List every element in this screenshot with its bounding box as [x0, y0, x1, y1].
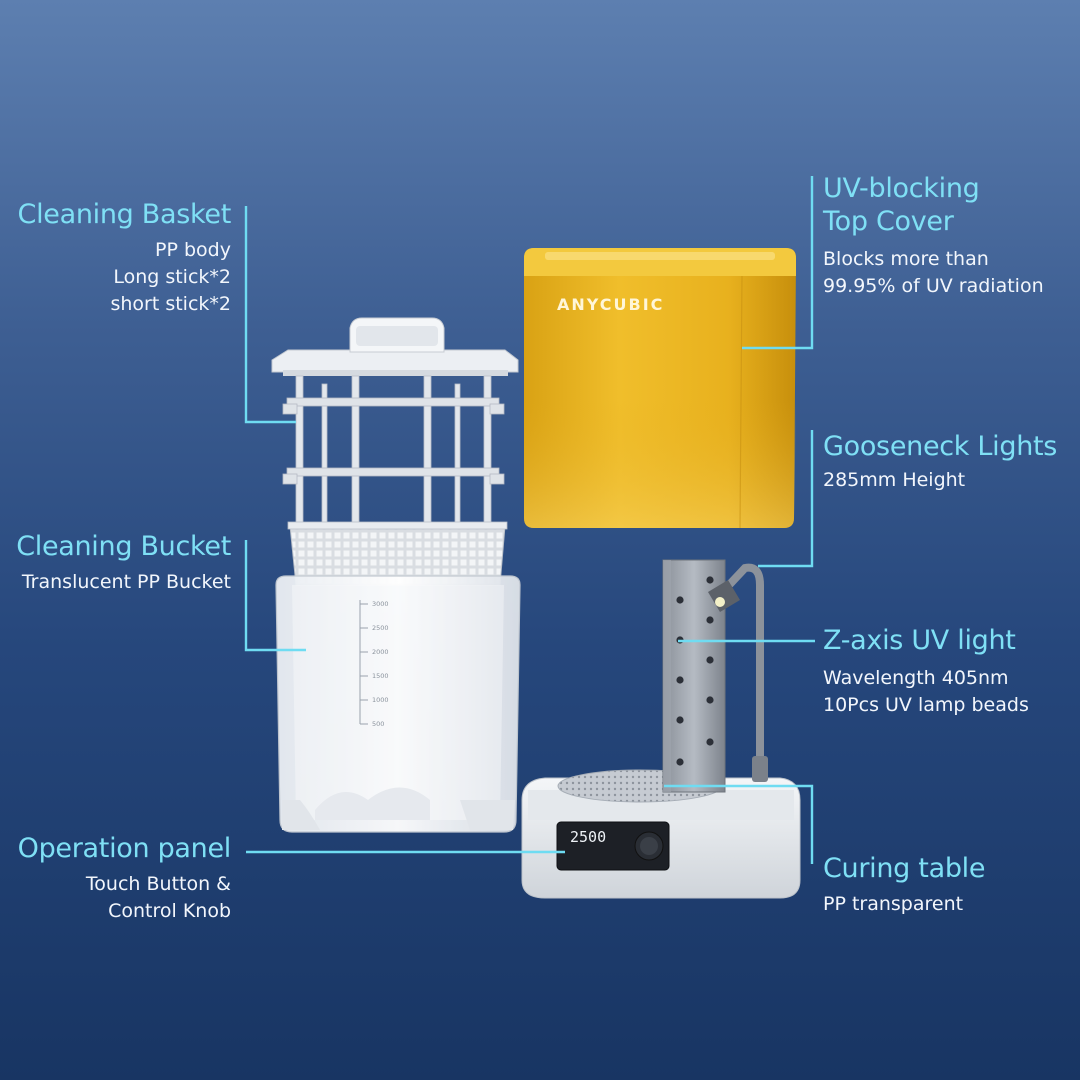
operation-panel-title: Operation panel — [17, 833, 232, 864]
scale-mark-2000: 2000 — [372, 648, 389, 656]
cleaning-basket-illustration — [271, 317, 519, 586]
z-axis-light-line-2: 10Pcs UV lamp beads — [823, 694, 1029, 716]
label-operation-panel: Operation panel Touch Button & Control K… — [0, 832, 232, 925]
z-axis-light-title: Z-axis UV light — [823, 625, 1016, 656]
top-cover-line-2: 99.95% of UV radiation — [823, 275, 1044, 297]
connector-curing-table — [664, 784, 814, 864]
connector-gooseneck — [758, 430, 814, 568]
top-cover-title-line-1: UV-blocking — [823, 173, 980, 204]
operation-panel-line-2: Control Knob — [108, 900, 231, 922]
label-top-cover: UV-blocking Top Cover Blocks more than 9… — [823, 172, 1073, 300]
label-gooseneck-lights: Gooseneck Lights 285mm Height — [823, 430, 1073, 494]
operation-panel-line-1: Touch Button & — [85, 873, 231, 895]
top-cover-line-1: Blocks more than — [823, 248, 989, 270]
gooseneck-lights-line-1: 285mm Height — [823, 469, 966, 491]
curing-table-line-1: PP transparent — [823, 893, 964, 915]
label-cleaning-basket: Cleaning Basket PP body Long stick*2 sho… — [0, 198, 232, 318]
cleaning-bucket-line-1: Translucent PP Bucket — [21, 571, 231, 593]
z-axis-light-line-1: Wavelength 405nm — [823, 667, 1009, 689]
scale-mark-1000: 1000 — [372, 696, 389, 704]
connector-cleaning-bucket — [244, 540, 306, 652]
scale-mark-3000: 3000 — [372, 600, 389, 608]
label-cleaning-bucket: Cleaning Bucket Translucent PP Bucket — [0, 530, 231, 596]
curing-table-title: Curing table — [823, 853, 986, 884]
connector-cleaning-basket — [244, 206, 296, 424]
top-cover-title-line-2: Top Cover — [823, 206, 954, 237]
cleaning-bucket-title: Cleaning Bucket — [16, 531, 231, 562]
gooseneck-lights-title: Gooseneck Lights — [823, 431, 1058, 462]
label-z-axis-light: Z-axis UV light Wavelength 405nm 10Pcs U… — [823, 624, 1073, 719]
scale-mark-500: 500 — [372, 720, 384, 728]
label-curing-table: Curing table PP transparent — [823, 852, 1073, 918]
z-axis-light-illustration — [662, 559, 768, 793]
connector-top-cover — [742, 176, 814, 350]
cleaning-basket-line-1: PP body — [155, 239, 231, 261]
cleaning-basket-title: Cleaning Basket — [17, 199, 232, 230]
scale-mark-2500: 2500 — [372, 624, 389, 632]
top-cover-illustration: ANYCUBIC — [524, 248, 796, 529]
cleaning-bucket-illustration: 3000 2500 2000 1500 1000 500 — [275, 575, 521, 833]
brand-logo: ANYCUBIC — [557, 295, 664, 314]
cleaning-basket-line-3: short stick*2 — [110, 293, 231, 315]
cleaning-basket-line-2: Long stick*2 — [113, 266, 231, 288]
display-readout: 2500 — [570, 828, 606, 846]
scale-mark-1500: 1500 — [372, 672, 389, 680]
